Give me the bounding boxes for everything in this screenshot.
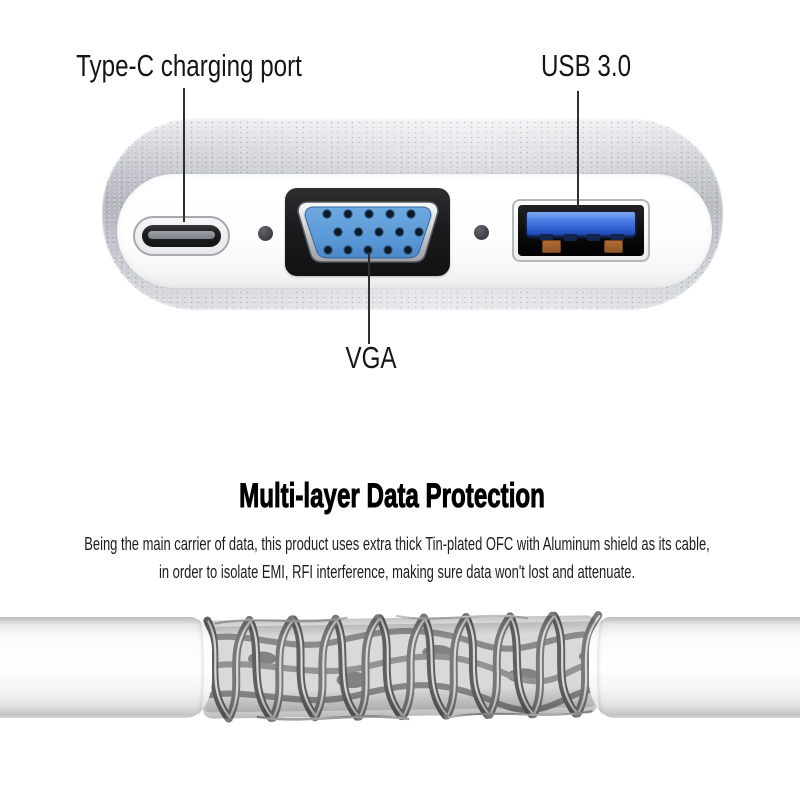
usb-blue-tab bbox=[527, 212, 635, 241]
usb-contact-tooth bbox=[563, 234, 577, 241]
section-heading: Multi-layer Data Protection bbox=[239, 477, 546, 516]
usb-3-port-icon bbox=[512, 199, 650, 262]
section-body-line: Being the main carrier of data, this pro… bbox=[84, 533, 710, 554]
braided-shield bbox=[194, 611, 605, 723]
label-usb-3-0: USB 3.0 bbox=[540, 48, 632, 83]
usb-cavity bbox=[518, 205, 644, 256]
type-c-tongue bbox=[148, 230, 215, 239]
cable-illustration bbox=[0, 610, 800, 725]
vga-d-sub-icon bbox=[297, 201, 439, 263]
usb-contact-tooth bbox=[587, 234, 601, 241]
type-c-cavity bbox=[142, 225, 221, 247]
usb-contact-tooth bbox=[539, 234, 553, 241]
vga-port-icon bbox=[285, 188, 450, 276]
leader-line-usb bbox=[577, 91, 579, 208]
label-type-c-charging-port: Type-C charging port bbox=[76, 48, 302, 83]
leader-line-type-c bbox=[183, 88, 185, 222]
section-body-line: in order to isolate EMI, RFI interferenc… bbox=[158, 561, 636, 582]
cable-jacket-left bbox=[0, 617, 212, 718]
leader-line-vga bbox=[368, 252, 370, 344]
cable-jacket-right bbox=[589, 617, 800, 718]
screw-dot-right bbox=[474, 225, 489, 240]
braided-shield-strands bbox=[194, 611, 605, 723]
label-vga: VGA bbox=[345, 340, 397, 375]
usb-copper-contact bbox=[604, 240, 623, 253]
usb-c-hub-adapter bbox=[102, 118, 723, 310]
section-body: Being the main carrier of data, this pro… bbox=[84, 530, 709, 586]
usb-copper-contact bbox=[542, 240, 561, 253]
screw-dot-left bbox=[258, 226, 273, 241]
usb-contact-tooth bbox=[611, 234, 625, 241]
type-c-port-icon bbox=[133, 216, 230, 256]
